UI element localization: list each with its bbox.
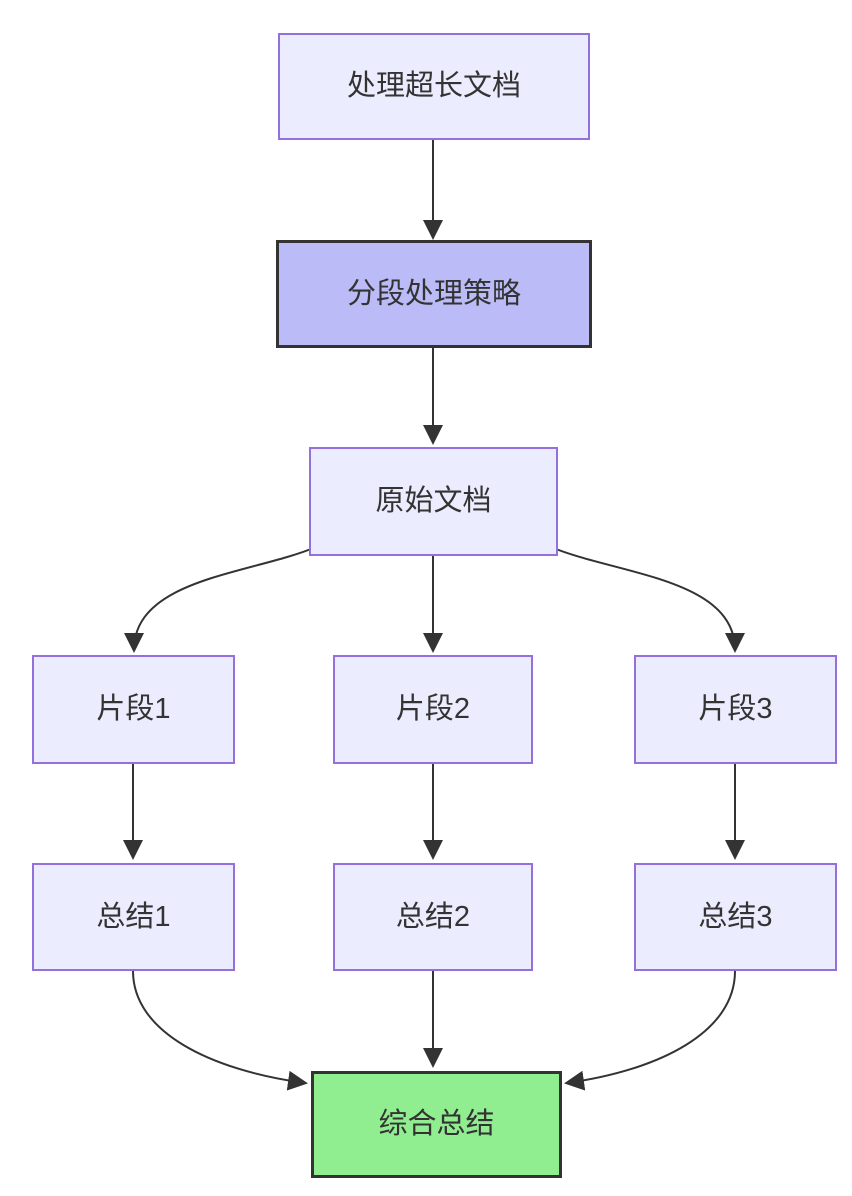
edge-summary-1-to-final — [132, 970, 308, 1091]
node-segmentation-strategy: 分段处理策略 — [276, 240, 592, 348]
node-fragment-2-label: 片段2 — [395, 693, 471, 726]
node-fragment-3-label: 片段3 — [698, 693, 773, 726]
node-fragment-1: 片段1 — [32, 655, 235, 764]
node-process-long-document: 处理超长文档 — [278, 33, 590, 140]
node-segmentation-strategy-label: 分段处理策略 — [346, 277, 521, 310]
node-summary-2-label: 总结2 — [395, 900, 471, 933]
node-summary-2: 总结2 — [333, 863, 533, 971]
node-summary-1-label: 总结1 — [96, 900, 171, 933]
node-fragment-3: 片段3 — [634, 655, 837, 764]
edge-original-to-fragment-3 — [550, 546, 745, 653]
node-fragment-1-label: 片段1 — [96, 693, 171, 726]
node-fragment-2: 片段2 — [333, 655, 533, 764]
edge-original-to-fragment-1 — [124, 546, 317, 653]
node-summary-3: 总结3 — [634, 863, 837, 971]
edge-summary-3-to-final — [564, 970, 736, 1091]
node-original-document-label: 原始文档 — [375, 485, 492, 518]
node-process-long-document-label: 处理超长文档 — [346, 70, 521, 103]
node-final-summary: 综合总结 — [311, 1071, 562, 1178]
node-summary-3-label: 总结3 — [698, 900, 773, 933]
node-summary-1: 总结1 — [32, 863, 235, 971]
node-final-summary-label: 综合总结 — [378, 1108, 495, 1141]
node-original-document: 原始文档 — [309, 447, 558, 556]
